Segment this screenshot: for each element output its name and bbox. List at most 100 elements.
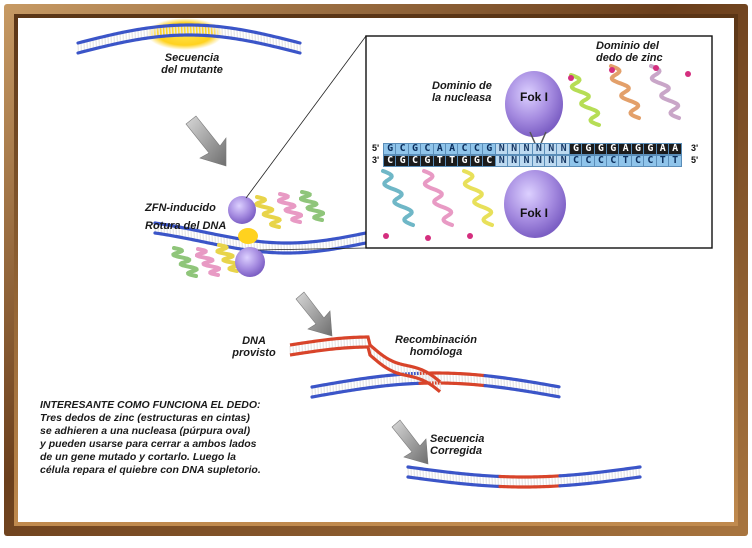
label-line: Secuencia	[164, 52, 220, 64]
base: C	[407, 155, 423, 167]
corrected-dna	[406, 465, 642, 489]
top-left-end: 5'	[372, 143, 380, 153]
dna-rec-rung	[548, 386, 551, 395]
dna-rec-rung	[386, 376, 389, 385]
dna-mid-rung	[232, 238, 235, 247]
dna-top-rung	[107, 36, 110, 45]
dna-cor-rung	[449, 473, 452, 482]
base: G	[643, 143, 658, 155]
zinc-ion	[467, 233, 473, 239]
dna-top-rung	[221, 27, 224, 36]
donor-rung	[334, 339, 337, 348]
dna-cor-rung	[563, 476, 566, 485]
dna-cor-rung	[407, 467, 410, 477]
dna-top-rung	[254, 33, 257, 42]
base: N	[531, 155, 547, 167]
dna-rec-rung	[323, 385, 326, 394]
dna-rec-rung	[455, 374, 458, 383]
dna-rec-rung	[380, 377, 383, 386]
dna-rec-rung	[347, 381, 350, 390]
zinc-finger-ribbon	[299, 190, 325, 222]
dna-cor-backbone	[406, 475, 502, 489]
dna-mid-rung	[352, 236, 355, 245]
note-line: célula repara el quiebre con DNA supleto…	[40, 464, 261, 476]
dna-cor-rung	[518, 477, 521, 487]
dna-cor-rung	[539, 477, 542, 486]
dna-cor-rung	[554, 477, 557, 486]
base: C	[420, 143, 435, 155]
dna-mid-rung	[310, 242, 313, 251]
dna-rec-rung	[383, 376, 386, 385]
fok-bottom-nuclease	[504, 170, 566, 238]
dna-mid-rung	[304, 243, 307, 252]
dna-cor-rung	[437, 471, 440, 480]
base: C	[482, 155, 497, 167]
dna-mid-rung	[217, 235, 220, 244]
base: N	[506, 155, 522, 167]
base: N	[544, 143, 559, 155]
dna-top-rung	[284, 40, 287, 49]
dna-top-rung	[230, 29, 233, 38]
dna-mid-rung	[355, 235, 358, 245]
dna-cor-rung	[512, 477, 515, 486]
donor-rung	[361, 338, 364, 347]
base: T	[655, 155, 671, 167]
dna-cor-rung	[416, 469, 419, 478]
dna-top-rung	[287, 40, 290, 50]
mutant-dna-strand	[76, 18, 302, 55]
base: A	[655, 143, 671, 155]
base: G	[420, 155, 435, 167]
dna-cor-rung	[605, 472, 608, 481]
dna-top-rung	[92, 40, 95, 49]
dna-top-rung	[260, 34, 263, 43]
note-line: de un gene mutado y cortarlo. Luego la	[40, 451, 237, 463]
donor-rung	[358, 338, 361, 347]
dna-top-rung	[203, 26, 206, 35]
dna-top-rung	[95, 39, 98, 48]
dna-rec-backbone	[483, 374, 561, 389]
dna-mid-rung	[214, 235, 217, 244]
dna-cor-rung	[608, 472, 611, 481]
dna-cor-rung	[458, 474, 461, 483]
dna-top-rung	[209, 26, 212, 35]
label-line: Dominio del	[596, 40, 659, 52]
dna-cor-backbone	[498, 474, 562, 479]
dna-top-rung	[257, 33, 260, 42]
dna-cor-rung	[431, 471, 434, 480]
dna-cor-rung	[602, 472, 605, 481]
dna-rec-rung	[395, 375, 398, 384]
dna-mid-rung	[283, 243, 286, 253]
label-line: del mutante	[161, 64, 223, 76]
base: G	[593, 143, 609, 155]
donor-rung	[343, 338, 346, 348]
dna-cor-rung	[473, 475, 476, 484]
dna-cor-rung	[533, 477, 536, 486]
dna-top-rung	[272, 37, 275, 46]
dna-rec-rung	[332, 384, 335, 393]
dna-cor-rung	[530, 477, 533, 486]
label-zfn-induced: ZFN-inducido	[145, 202, 216, 214]
dna-mid-rung	[184, 229, 187, 238]
dna-rec-rung	[335, 383, 338, 392]
dna-top-rung	[233, 29, 236, 38]
dna-mid-rung	[274, 243, 277, 252]
dna-top-rung	[134, 30, 137, 40]
base: C	[457, 143, 472, 155]
dna-mid-rung	[331, 240, 334, 249]
dna-mid-rung	[358, 235, 361, 244]
dna-cor-rung	[497, 477, 500, 486]
donor-rung	[370, 346, 373, 355]
dna-cor-rung	[464, 474, 467, 484]
dna-top-rung	[158, 27, 161, 36]
dna-top-rung	[122, 33, 125, 42]
base: T	[618, 155, 633, 167]
base: N	[531, 143, 547, 155]
zinc-ion	[609, 67, 615, 73]
dna-top-rung	[179, 26, 182, 35]
dna-top-rung	[206, 26, 209, 35]
dna-rec-rung	[344, 382, 347, 391]
dna-rec-rung	[467, 375, 470, 384]
dna-rec-rung	[479, 376, 482, 385]
dna-rec-rung	[314, 387, 317, 396]
